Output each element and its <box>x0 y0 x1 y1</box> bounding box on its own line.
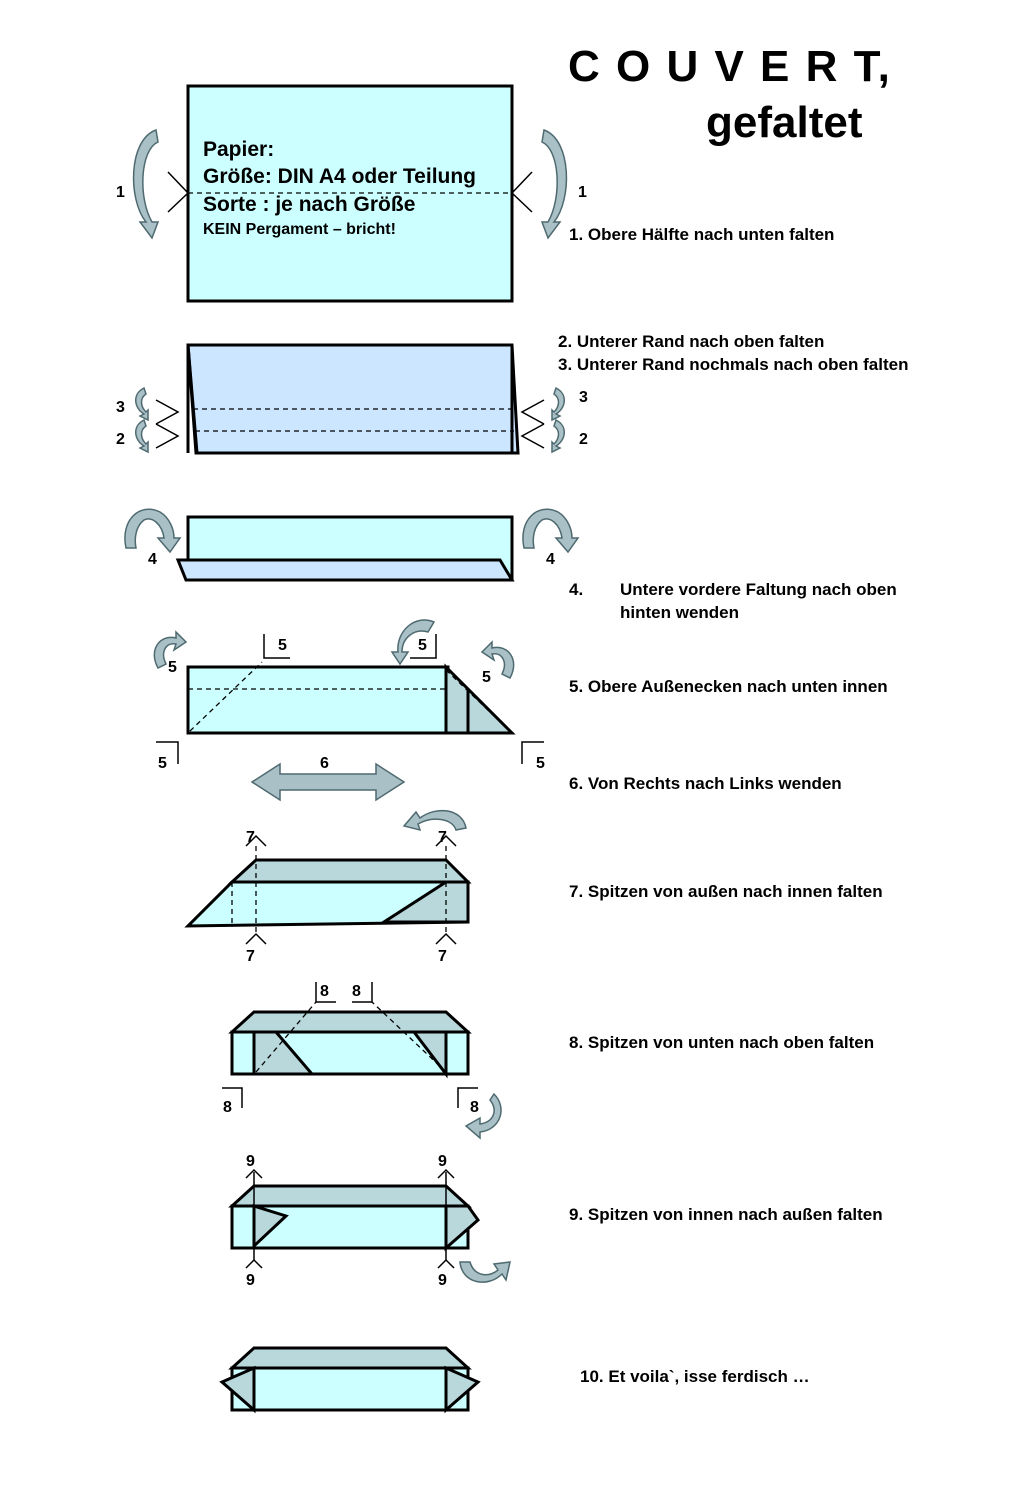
step-5-figure: 5 5 5 5 5 5 <box>153 619 545 772</box>
step-number: 8 <box>320 983 329 1000</box>
step-7-text: 7. Spitzen von außen nach innen falten <box>569 882 883 901</box>
step-number: 7 <box>438 948 447 965</box>
step-10-text: 10. Et voila`, isse ferdisch … <box>580 1367 810 1386</box>
step-6-figure: 6 <box>250 755 406 802</box>
curved-arrow-icon <box>459 1261 511 1283</box>
curved-arrow-icon <box>480 640 515 679</box>
step-number: 5 <box>158 755 167 772</box>
step-number: 7 <box>246 829 255 846</box>
paper-heading: Papier: <box>203 138 275 161</box>
step-number: 3 <box>116 399 125 416</box>
curved-arrow-icon <box>390 619 436 666</box>
step-4-text-line-2: hinten wenden <box>620 603 739 622</box>
curved-arrow-icon <box>464 1092 502 1140</box>
step-6-text: 6. Von Rechts nach Links wenden <box>569 774 842 793</box>
step-number: 4 <box>148 551 157 568</box>
step-number: 3 <box>579 389 588 406</box>
step-9-figure: 9 9 9 9 <box>228 1153 511 1289</box>
step-number: 1 <box>116 184 125 201</box>
step-1-figure: 1 1 <box>116 84 587 303</box>
step-8-text: 8. Spitzen von unten nach oben falten <box>569 1033 875 1052</box>
double-arrow-icon <box>250 762 406 802</box>
step-number: 9 <box>246 1272 255 1289</box>
step-number: 5 <box>536 755 545 772</box>
step-number: 7 <box>438 829 447 846</box>
curved-arrow-icon <box>153 630 188 669</box>
step-number: 8 <box>223 1099 232 1116</box>
step-number: 8 <box>352 983 361 1000</box>
step-number: 6 <box>320 755 329 772</box>
step-number: 9 <box>438 1272 447 1289</box>
step-5-text: 5. Obere Außenecken nach unten innen <box>569 677 888 696</box>
step-number: 5 <box>482 669 491 686</box>
step-number: 2 <box>579 431 588 448</box>
step-number: 2 <box>116 431 125 448</box>
paper-size: Größe: DIN A4 oder Teilung <box>203 165 477 188</box>
step-2-3-figure: 3 2 3 2 <box>116 343 588 455</box>
step-number: 1 <box>578 184 587 201</box>
step-number: 4 <box>546 551 555 568</box>
curved-arrow-icon <box>132 128 160 240</box>
step-number: 5 <box>168 659 177 676</box>
step-1-text: 1. Obere Hälfte nach unten falten <box>569 225 835 244</box>
curved-arrow-icon <box>551 418 565 454</box>
step-8-figure: 8 8 8 8 <box>222 982 502 1140</box>
step-3-text: 3. Unterer Rand nochmals nach oben falte… <box>558 355 909 374</box>
paper-warning: KEIN Pergament – bricht! <box>203 221 396 238</box>
step-4-figure: 4 4 <box>124 508 580 582</box>
step-2-text: 2. Unterer Rand nach oben falten <box>558 332 825 351</box>
curved-arrow-icon <box>522 508 580 554</box>
curved-arrow-icon <box>135 386 149 422</box>
step-4-number: 4. <box>569 580 584 599</box>
step-10-figure <box>219 1346 481 1414</box>
step-number: 7 <box>246 948 255 965</box>
curved-arrow-icon <box>402 809 467 832</box>
step-number: 5 <box>278 637 287 654</box>
step-7-figure: 7 7 7 7 <box>184 809 472 965</box>
curved-arrow-icon <box>551 386 565 422</box>
title-line-1: C O U V E R T, <box>568 42 892 91</box>
paper-type: Sorte : je nach Größe <box>203 193 416 216</box>
step-4-text-line-1: Untere vordere Faltung nach oben <box>620 580 897 599</box>
step-number: 9 <box>246 1153 255 1170</box>
step-number: 9 <box>438 1153 447 1170</box>
curved-arrow-icon <box>124 508 182 554</box>
step-number: 5 <box>418 637 427 654</box>
curved-arrow-icon <box>540 128 568 240</box>
curved-arrow-icon <box>135 418 149 454</box>
step-number: 8 <box>470 1099 479 1116</box>
step-9-text: 9. Spitzen von innen nach außen falten <box>569 1205 883 1224</box>
title-line-2: gefaltet <box>706 98 863 147</box>
